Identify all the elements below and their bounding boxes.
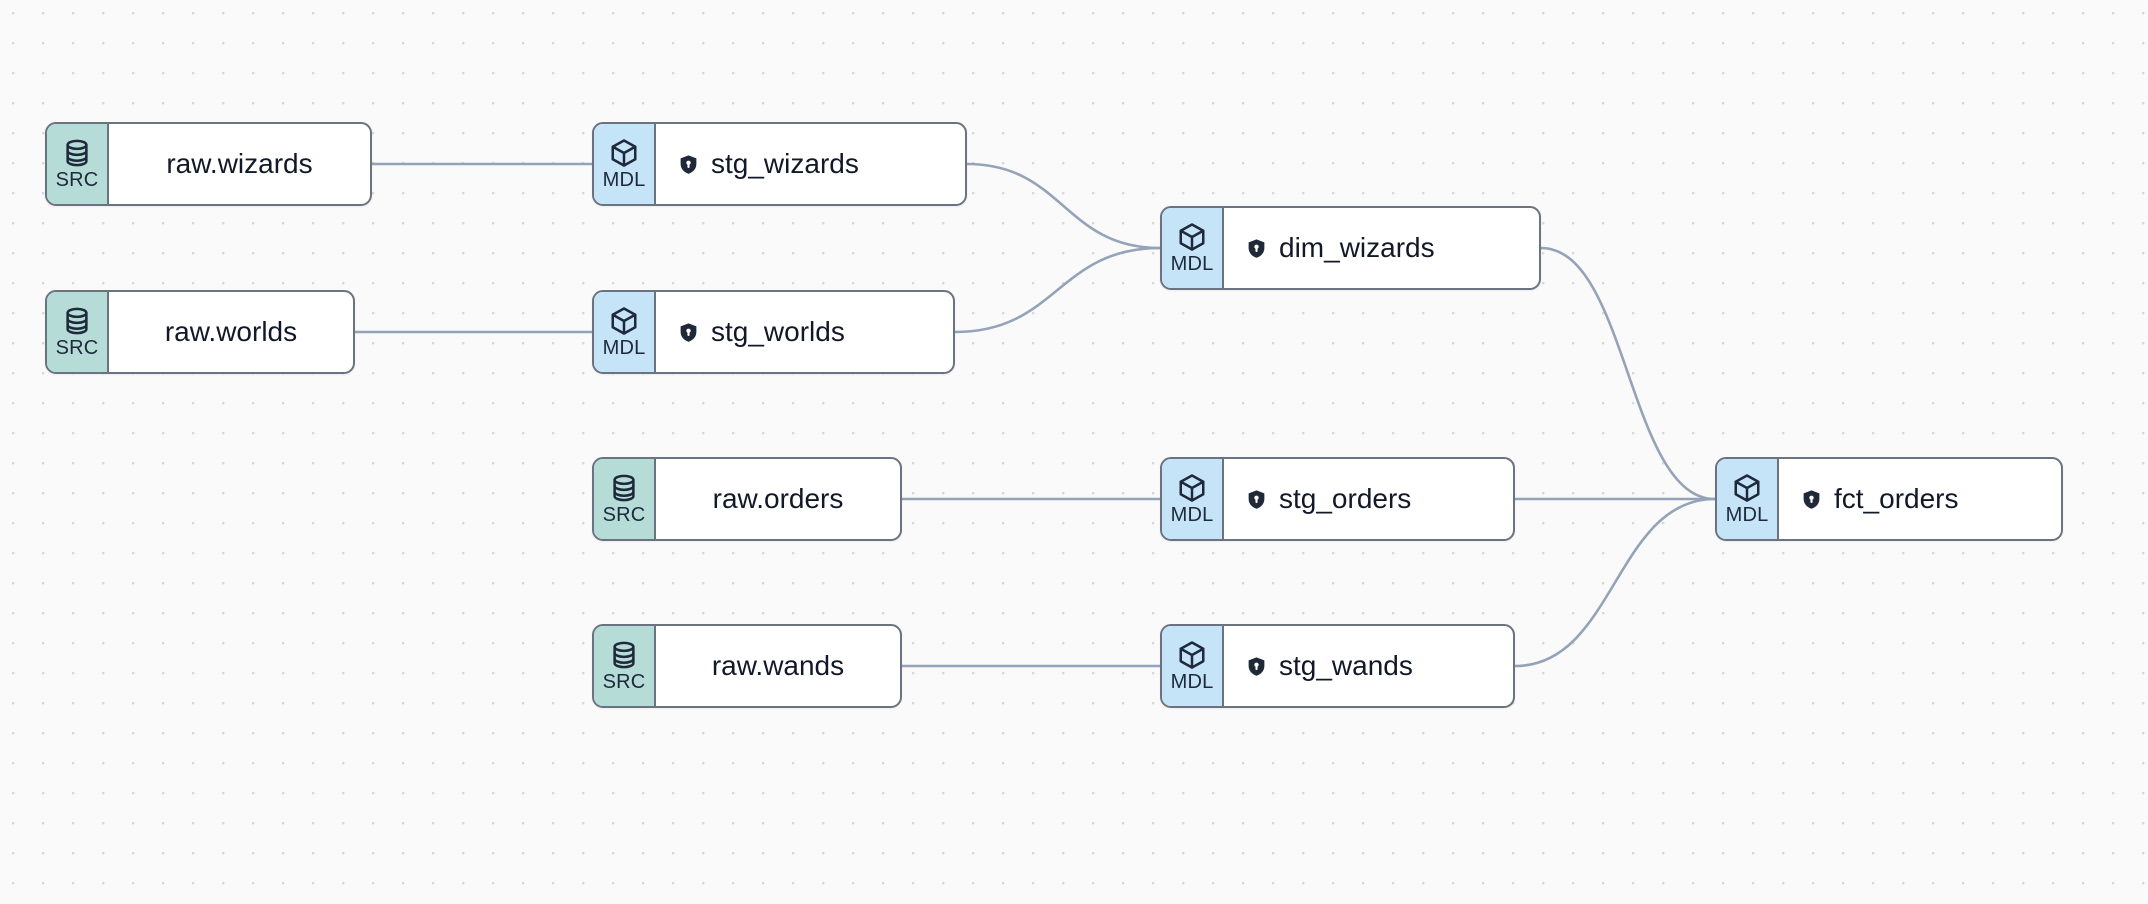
node-kind-label: SRC — [602, 671, 646, 693]
node-stg_wands[interactable]: MDL stg_wands — [1160, 624, 1515, 708]
shield-lock-icon — [1801, 489, 1822, 510]
node-label: fct_orders — [1834, 483, 1959, 514]
shield-lock-icon — [1246, 489, 1267, 510]
node-body: stg_wands — [1224, 626, 1513, 706]
node-kind-badge: SRC — [47, 292, 109, 372]
node-label: stg_orders — [1279, 483, 1412, 514]
node-kind-label: MDL — [1170, 671, 1214, 693]
node-label: stg_worlds — [711, 316, 845, 347]
shield-lock-icon — [1246, 656, 1267, 677]
node-body: raw.worlds — [109, 292, 353, 372]
node-label: raw.orders — [712, 483, 844, 514]
node-body: dim_wizards — [1224, 208, 1539, 288]
node-stg_wizards[interactable]: MDL stg_wizards — [592, 122, 967, 206]
database-icon — [62, 138, 92, 168]
node-kind-badge: MDL — [1162, 459, 1224, 539]
node-kind-label: MDL — [1170, 253, 1214, 275]
node-kind-badge: MDL — [1162, 626, 1224, 706]
node-label: stg_wizards — [711, 148, 859, 179]
edge-stg_wands-to-fct_orders[interactable] — [1513, 497, 1717, 668]
node-label: raw.worlds — [164, 316, 298, 347]
edge-stg_worlds-to-dim_wizards[interactable] — [953, 246, 1162, 334]
node-kind-label: SRC — [602, 504, 646, 526]
cube-icon — [1732, 473, 1762, 503]
node-body: stg_orders — [1224, 459, 1513, 539]
node-kind-label: MDL — [602, 337, 646, 359]
node-kind-badge: MDL — [1162, 208, 1224, 288]
database-icon — [609, 640, 639, 670]
cube-icon — [1177, 640, 1207, 670]
node-label: raw.wizards — [166, 148, 313, 179]
node-raw_wands[interactable]: SRC raw.wands — [592, 624, 902, 708]
node-kind-badge: SRC — [594, 626, 656, 706]
node-kind-label: SRC — [55, 337, 99, 359]
node-kind-label: MDL — [1170, 504, 1214, 526]
node-kind-label: MDL — [1725, 504, 1769, 526]
node-body: raw.wizards — [109, 124, 370, 204]
node-body: raw.wands — [656, 626, 900, 706]
node-body: stg_wizards — [656, 124, 965, 204]
node-kind-badge: MDL — [594, 292, 656, 372]
shield-lock-icon — [678, 154, 699, 175]
node-raw_wizards[interactable]: SRC raw.wizards — [45, 122, 372, 206]
node-kind-label: SRC — [55, 169, 99, 191]
node-kind-label: MDL — [602, 169, 646, 191]
node-raw_worlds[interactable]: SRC raw.worlds — [45, 290, 355, 374]
database-icon — [62, 306, 92, 336]
cube-icon — [1177, 222, 1207, 252]
node-body: raw.orders — [656, 459, 900, 539]
edge-dim_wizards-to-fct_orders[interactable] — [1539, 246, 1717, 501]
node-stg_worlds[interactable]: MDL stg_worlds — [592, 290, 955, 374]
node-stg_orders[interactable]: MDL stg_orders — [1160, 457, 1515, 541]
cube-icon — [609, 138, 639, 168]
node-fct_orders[interactable]: MDL fct_orders — [1715, 457, 2063, 541]
node-body: stg_worlds — [656, 292, 953, 372]
cube-icon — [609, 306, 639, 336]
node-raw_orders[interactable]: SRC raw.orders — [592, 457, 902, 541]
shield-lock-icon — [678, 322, 699, 343]
node-label: dim_wizards — [1279, 232, 1435, 263]
node-label: raw.wands — [711, 650, 845, 681]
node-dim_wizards[interactable]: MDL dim_wizards — [1160, 206, 1541, 290]
node-kind-badge: SRC — [594, 459, 656, 539]
database-icon — [609, 473, 639, 503]
edge-stg_wizards-to-dim_wizards[interactable] — [965, 162, 1162, 250]
node-kind-badge: MDL — [1717, 459, 1779, 539]
cube-icon — [1177, 473, 1207, 503]
node-body: fct_orders — [1779, 459, 2061, 539]
node-label: stg_wands — [1279, 650, 1413, 681]
shield-lock-icon — [1246, 238, 1267, 259]
node-kind-badge: MDL — [594, 124, 656, 204]
node-kind-badge: SRC — [47, 124, 109, 204]
